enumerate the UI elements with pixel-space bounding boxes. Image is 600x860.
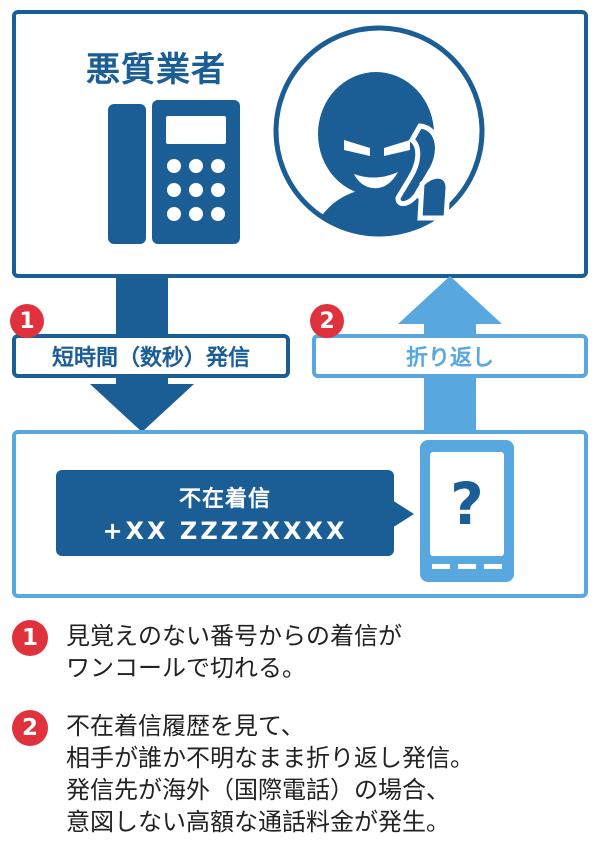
smartphone-button-right bbox=[484, 564, 502, 569]
note-2-line-2: 相手が誰か不明なまま折り返し発信。 bbox=[66, 744, 474, 772]
note-1-line-2: ワンコールで切れる。 bbox=[66, 654, 306, 682]
smartphone-button-left bbox=[432, 564, 450, 569]
fraud-business-title: 悪質業者 bbox=[86, 50, 226, 90]
note-1-text: 見覚えのない番号からの着信が ワンコールで切れる。 bbox=[66, 620, 586, 684]
note-2-line-1: 不在着信履歴を見て、 bbox=[66, 712, 305, 740]
note-2-text: 不在着信履歴を見て、 相手が誰か不明なまま折り返し発信。 発信先が海外（国際電話… bbox=[66, 710, 586, 838]
step-1-label: 短時間（数秒）発信 bbox=[12, 334, 290, 378]
step-2-badge-number: 2 bbox=[319, 308, 335, 334]
step-2-label: 折り返し bbox=[312, 334, 588, 378]
caller-avatar-icon bbox=[273, 25, 485, 237]
desk-phone-icon bbox=[108, 100, 240, 244]
note-1-badge-number: 1 bbox=[21, 625, 38, 651]
missed-call-bubble: 不在着信 +XX ZZZZXXXX bbox=[56, 470, 394, 556]
note-2-badge: 2 bbox=[12, 710, 48, 746]
smartphone-screen: ? bbox=[430, 452, 504, 556]
smartphone-button-center bbox=[458, 564, 476, 569]
step-1-badge: 1 bbox=[10, 304, 44, 338]
step-1-label-text: 短時間（数秒）発信 bbox=[51, 346, 250, 371]
note-1-line-1: 見覚えのない番号からの着信が bbox=[66, 622, 402, 650]
missed-call-number: +XX ZZZZXXXX bbox=[102, 517, 348, 545]
step-1-badge-number: 1 bbox=[19, 308, 35, 334]
step-2-badge: 2 bbox=[310, 304, 344, 338]
note-1-badge: 1 bbox=[12, 620, 48, 656]
note-2-line-4: 意図しない高額な通話料金が発生。 bbox=[66, 808, 450, 836]
missed-call-title: 不在着信 bbox=[178, 487, 271, 512]
step-2-label-text: 折り返し bbox=[405, 346, 494, 371]
bubble-pointer bbox=[392, 500, 414, 528]
note-2-badge-number: 2 bbox=[21, 715, 38, 741]
question-mark-icon: ? bbox=[450, 470, 484, 538]
note-2-line-3: 発信先が海外（国際電話）の場合、 bbox=[66, 776, 450, 804]
